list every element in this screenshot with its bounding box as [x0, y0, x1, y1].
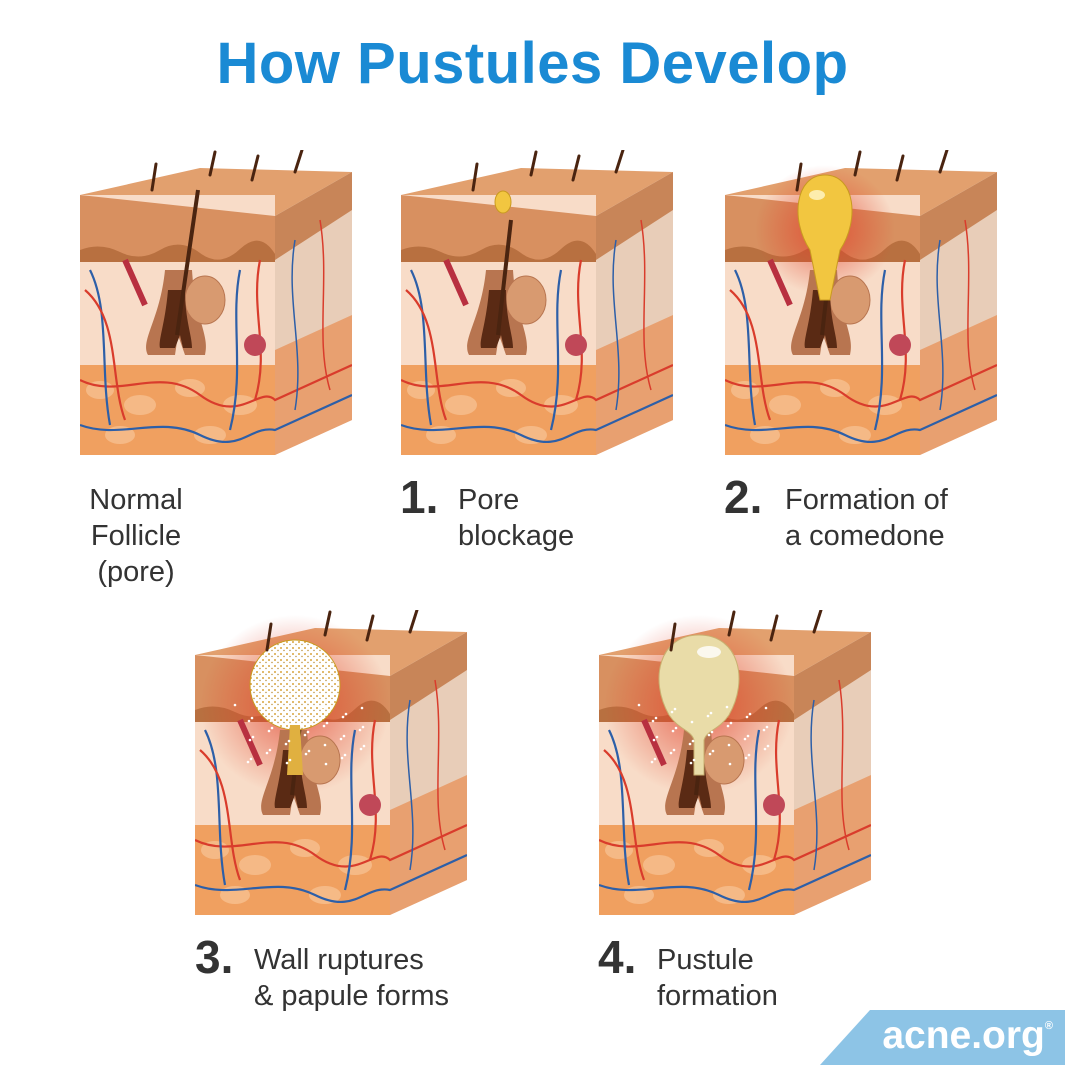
- skin-block-comedone: [725, 150, 997, 455]
- skin-cross-section: [599, 610, 871, 915]
- sweat-gland: [565, 334, 587, 356]
- skin-block-pore-blockage: [401, 150, 673, 455]
- step-number: 1.: [400, 471, 439, 523]
- skin-cross-section: [725, 150, 997, 455]
- caption-line: Pustule: [657, 944, 754, 976]
- surface-hairs: [795, 150, 949, 192]
- sebaceous-gland: [505, 275, 547, 325]
- skin-block-pustule: [599, 610, 871, 915]
- skin-block-papule: [195, 610, 467, 915]
- sebaceous-gland: [829, 275, 871, 325]
- caption-line: (pore): [97, 556, 175, 588]
- surface-hairs: [150, 150, 304, 192]
- caption-line: a comedone: [785, 520, 945, 552]
- skin-cross-section: [195, 610, 467, 915]
- hair-shaft: [175, 189, 200, 336]
- step-number: 4.: [598, 931, 637, 983]
- caption-pore-blockage: Pore blockage: [458, 482, 574, 554]
- logo-background: [820, 1010, 1065, 1065]
- surface-hairs: [669, 610, 823, 652]
- caption-line: & papule forms: [254, 980, 450, 1012]
- skin-cross-section: [401, 150, 673, 455]
- sebaceous-gland: [299, 735, 341, 785]
- skin-top-surface: [80, 168, 352, 216]
- surface-hairs: [471, 150, 625, 192]
- sebaceous-gland: [703, 735, 745, 785]
- caption-normal-follicle: Normal Follicle (pore): [80, 482, 192, 590]
- logo-text: acne.org®: [882, 1014, 1053, 1058]
- arrector-muscle: [443, 258, 469, 307]
- arrector-muscle: [122, 258, 148, 307]
- arrector-muscle: [237, 718, 263, 767]
- sweat-gland: [889, 334, 911, 356]
- sweat-gland: [763, 794, 785, 816]
- caption-line: Formation of: [785, 484, 948, 516]
- caption-line: blockage: [458, 520, 575, 552]
- epidermis: [401, 195, 596, 260]
- arrector-muscle: [641, 718, 667, 767]
- caption-comedone: Formation of a comedone: [785, 482, 948, 554]
- epidermis: [80, 195, 275, 260]
- caption-papule: Wall ruptures & papule forms: [254, 942, 449, 1014]
- surface-hairs: [265, 610, 419, 652]
- acne-org-logo: acne.org®: [820, 1010, 1065, 1065]
- arrector-muscle: [767, 258, 793, 307]
- step-number: 2.: [724, 471, 763, 523]
- registered-mark: ®: [1044, 1020, 1053, 1032]
- skin-top-surface: [401, 168, 673, 216]
- logo-wordmark: acne.org: [882, 1014, 1045, 1057]
- sweat-gland: [359, 794, 381, 816]
- page-title: How Pustules Develop: [216, 31, 849, 96]
- caption-line: Follicle: [90, 520, 182, 552]
- hair-shaft: [496, 219, 513, 336]
- caption-line: Normal: [89, 484, 183, 516]
- caption-line: Pore: [458, 484, 520, 516]
- step-number: 3.: [195, 931, 234, 983]
- skin-block-normal-follicle: [80, 150, 352, 455]
- caption-line: Wall ruptures: [254, 944, 424, 976]
- skin-cross-section: [80, 150, 352, 455]
- caption-line: formation: [657, 980, 778, 1012]
- caption-pustule: Pustule formation: [657, 942, 778, 1014]
- sweat-gland: [244, 334, 266, 356]
- sebaceous-gland: [184, 275, 226, 325]
